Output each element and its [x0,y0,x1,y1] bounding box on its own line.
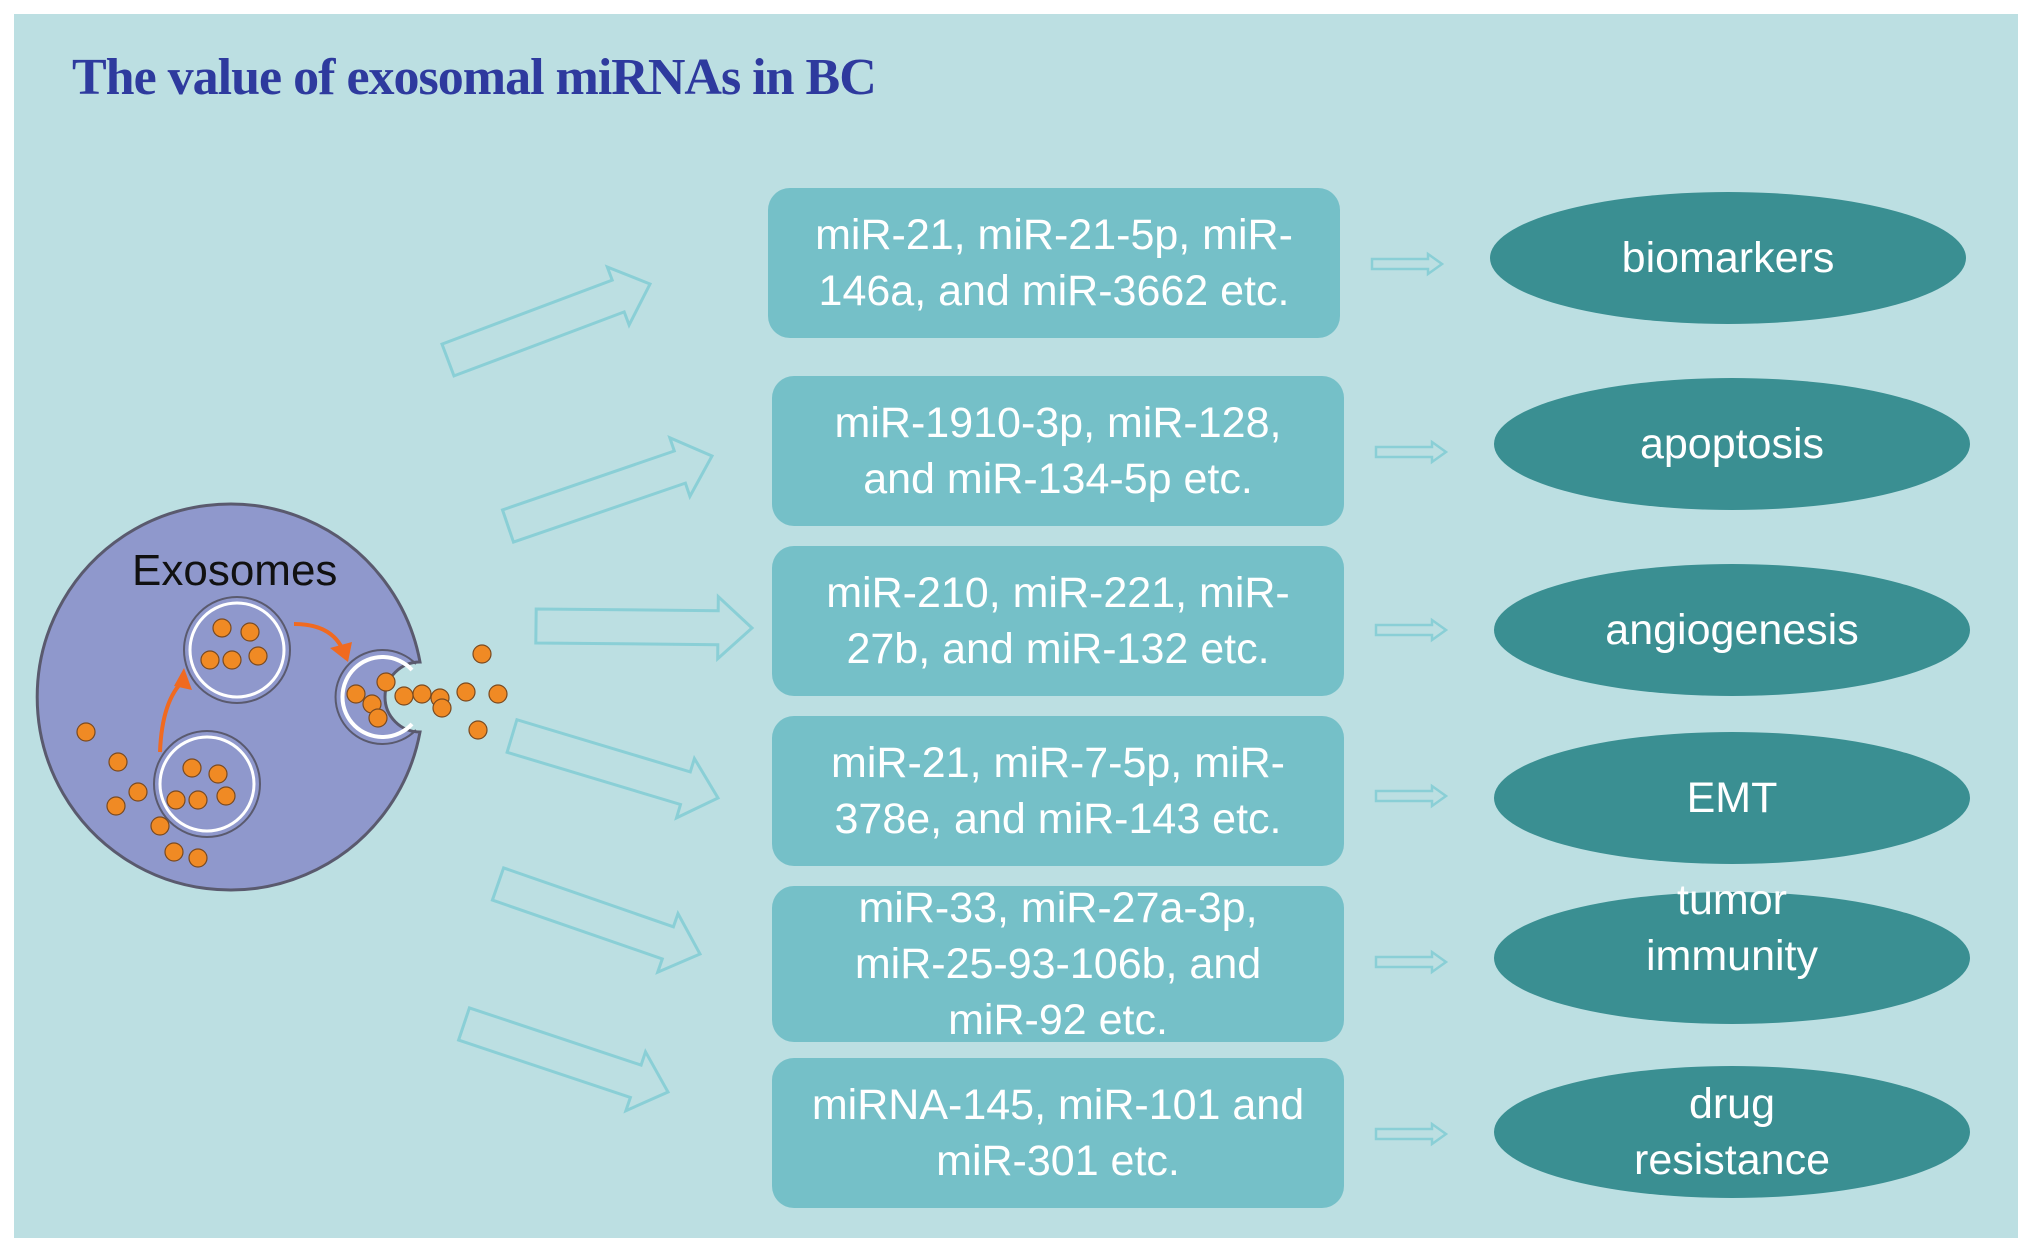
trafficking-arrowhead-right [330,642,352,662]
trafficking-arrowhead-up [174,668,192,690]
connector-arrow [1374,949,1449,975]
mirna-box-tumor-immunity: miR-33, miR-27a-3p, miR-25-93-106b, and … [772,884,1344,1044]
exosome-dot [108,752,128,772]
exosome-cell [35,502,508,892]
mirna-box-biomarkers: miR-21, miR-21-5p, miR-146a, and miR-366… [768,188,1340,338]
exosome-dot [76,722,96,742]
release-arrow [490,865,703,975]
exosome-dot [394,686,414,706]
release-arrow [440,264,653,378]
exosome-dot [150,816,170,836]
exosome-dot [432,698,452,718]
release-arrow [505,717,721,821]
connector-arrow [1370,251,1445,277]
role-label: angiogenesis [1605,606,1859,654]
vesicle-upper-outline [183,596,291,704]
mirna-box-apoptosis: miR-1910-3p, miR-128, and miR-134-5p etc… [772,376,1344,526]
exosome-dot [472,644,492,664]
fusing-vesicle [340,655,414,739]
mirna-box-emt: miR-21, miR-7-5p, miR-378e, and miR-143 … [772,716,1344,866]
trafficking-arrow-right [293,622,344,649]
exosome-dot [346,684,366,704]
role-label: EMT [1686,774,1778,822]
release-arrow [456,1006,671,1114]
release-arrow [500,434,715,545]
role-ellipse-angiogenesis: angiogenesis [1494,564,1970,696]
exosome-dots [76,618,508,868]
mirna-list: miR-33, miR-27a-3p, miR-25-93-106b, and … [854,884,1262,1044]
exosome-dot [200,650,220,670]
exosome-dot [106,796,126,816]
role-ellipse-biomarkers: biomarkers [1490,192,1966,324]
exosome-dot [216,786,236,806]
connector-arrow [1374,1121,1449,1147]
release-arrow [534,593,755,663]
mirna-box-angiogenesis: miR-210, miR-221, miR-27b, and miR-132 e… [772,546,1344,696]
exosome-dot [208,764,228,784]
exosome-dot [376,672,396,692]
exosomes-label: Exosomes [132,546,338,595]
exosome-dot [248,646,268,666]
connector-arrows [1370,251,1449,1147]
connector-arrow [1374,783,1449,809]
exosome-dot [128,782,148,802]
connector-arrow [1374,439,1449,465]
role-ellipse-emt: EMT [1494,732,1970,864]
vesicle-lower [158,735,256,833]
exosome-dot [240,622,260,642]
vesicle-upper [188,601,286,699]
role-label: tumor immunity [1645,876,1819,980]
connector-arrow [1374,617,1449,643]
mirna-list: miR-1910-3p, miR-128, and miR-134-5p etc… [834,399,1282,503]
exosome-dot [164,842,184,862]
role-ellipse-tumor-immunity: tumor immunity [1494,876,1970,1024]
figure-title: The value of exosomal miRNAs in BC [72,49,877,106]
exosome-dot [222,650,242,670]
role-ellipse-drug-resistance: drug resistance [1494,1066,1970,1198]
mirna-box-drug-resistance: miRNA-145, miR-101 and miR-301 etc. [772,1058,1344,1208]
exosome-dot [412,684,432,704]
exosome-dot [212,618,232,638]
exosome-dot [188,790,208,810]
vesicle-lower-outline [153,730,261,838]
exosome-dot [166,790,186,810]
exosome-dot [456,682,476,702]
mirna-list: miRNA-145, miR-101 and miR-301 etc. [811,1081,1305,1185]
role-label: biomarkers [1621,234,1835,282]
fusing-vesicle-outline [334,649,417,745]
exosome-dot [488,684,508,704]
exosome-dot [188,848,208,868]
role-label: drug resistance [1634,1080,1830,1184]
role-label: apoptosis [1639,420,1825,468]
mirna-list: miR-21, miR-21-5p, miR-146a, and miR-366… [815,211,1293,315]
exosome-dot [368,708,388,728]
role-ellipse-apoptosis: apoptosis [1494,378,1970,510]
mirna-list: miR-21, miR-7-5p, miR-378e, and miR-143 … [831,739,1285,843]
exosome-dot [182,758,202,778]
release-arrows [440,264,755,1114]
exosome-dot [468,720,488,740]
mirna-list: miR-210, miR-221, miR-27b, and miR-132 e… [826,569,1290,673]
